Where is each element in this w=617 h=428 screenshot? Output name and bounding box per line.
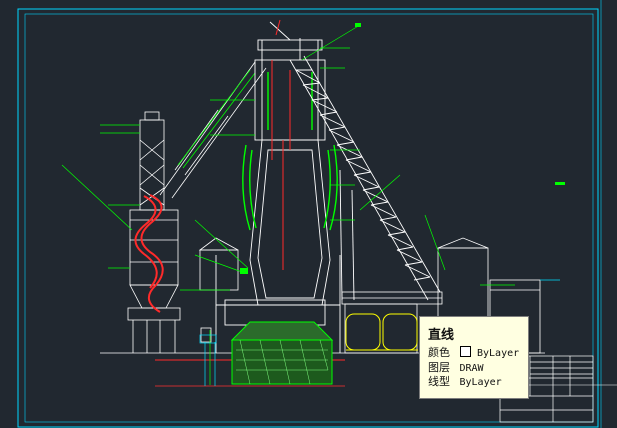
layer-value: DRAW xyxy=(459,363,484,374)
layer-label: 图层 xyxy=(428,361,450,374)
cyan-details xyxy=(199,279,560,386)
tooltip-row-layer: 图层 DRAW xyxy=(428,361,484,375)
annotation-ticks xyxy=(240,23,565,274)
inclined-duct-left-green xyxy=(177,69,256,169)
drawing-inner-border xyxy=(24,13,594,423)
inclined-truss-bridge xyxy=(289,38,441,301)
ladle-cars xyxy=(345,313,418,351)
left-red-chute xyxy=(134,194,164,313)
color-value: ByLayer xyxy=(477,348,520,359)
object-properties-tooltip: 直线 颜色 ByLayer 图层 DRAW 线型 ByLayer xyxy=(419,316,529,399)
tooltip-row-linetype: 线型 ByLayer xyxy=(428,375,502,389)
drawing-border xyxy=(17,8,599,428)
color-label: 颜色 xyxy=(428,346,450,359)
tooltip-row-color: 颜色 ByLayer xyxy=(428,346,519,360)
annotation-leaders xyxy=(61,24,515,385)
left-tower xyxy=(127,111,181,353)
blast-furnace xyxy=(215,21,341,353)
color-swatch-icon xyxy=(459,346,471,357)
furnace-foundation xyxy=(230,321,334,385)
linetype-label: 线型 xyxy=(428,375,450,388)
furnace-green-lining xyxy=(242,72,338,231)
linetype-value: ByLayer xyxy=(459,377,502,388)
tooltip-title: 直线 xyxy=(428,328,455,343)
